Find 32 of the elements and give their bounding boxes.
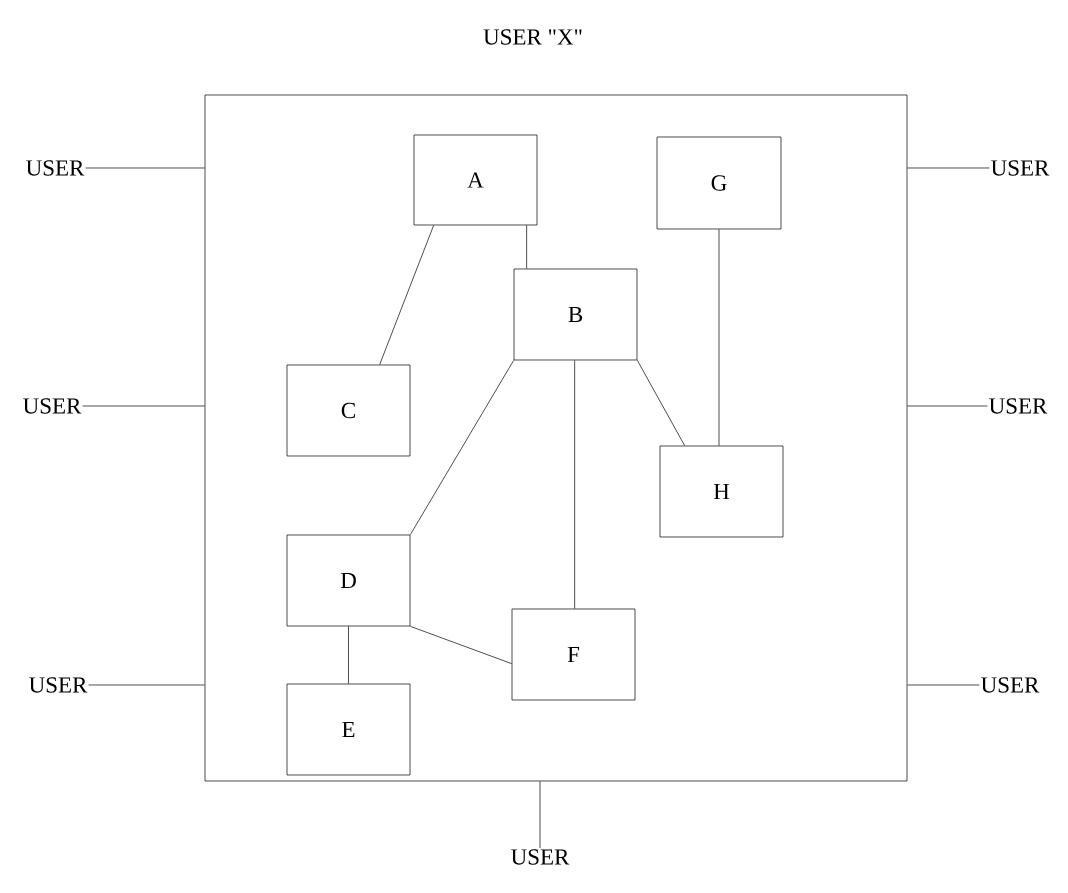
connector-line <box>718 229 720 446</box>
connector-line <box>85 167 205 169</box>
connector-line <box>907 405 988 407</box>
user-label: USER <box>511 849 570 865</box>
user-label: USER <box>26 160 85 176</box>
user-label: USER <box>981 677 1040 693</box>
process-box: F <box>511 608 636 701</box>
connector-line <box>379 225 434 365</box>
connector-line <box>907 684 980 686</box>
process-box: E <box>286 683 411 776</box>
process-box: A <box>413 134 538 226</box>
connector-line <box>907 167 990 169</box>
title: USER "X" <box>483 29 582 45</box>
connector-line <box>410 626 512 664</box>
process-box: C <box>286 364 411 457</box>
user-label: USER <box>23 398 82 414</box>
process-box: H <box>659 445 784 538</box>
connector-line <box>526 225 527 269</box>
connector-line <box>410 360 514 535</box>
connector-line <box>637 360 685 446</box>
connector-line <box>539 781 541 849</box>
boundary-box <box>204 94 908 782</box>
user-label: USER <box>29 677 88 693</box>
connector-line <box>88 684 205 686</box>
user-label: USER <box>989 398 1048 414</box>
connector-line <box>574 360 575 609</box>
connector-line <box>82 405 205 407</box>
process-box: B <box>513 268 638 361</box>
process-box: G <box>656 136 782 230</box>
user-label: USER <box>991 160 1050 176</box>
connector-line <box>348 626 349 684</box>
process-box: D <box>286 534 411 627</box>
